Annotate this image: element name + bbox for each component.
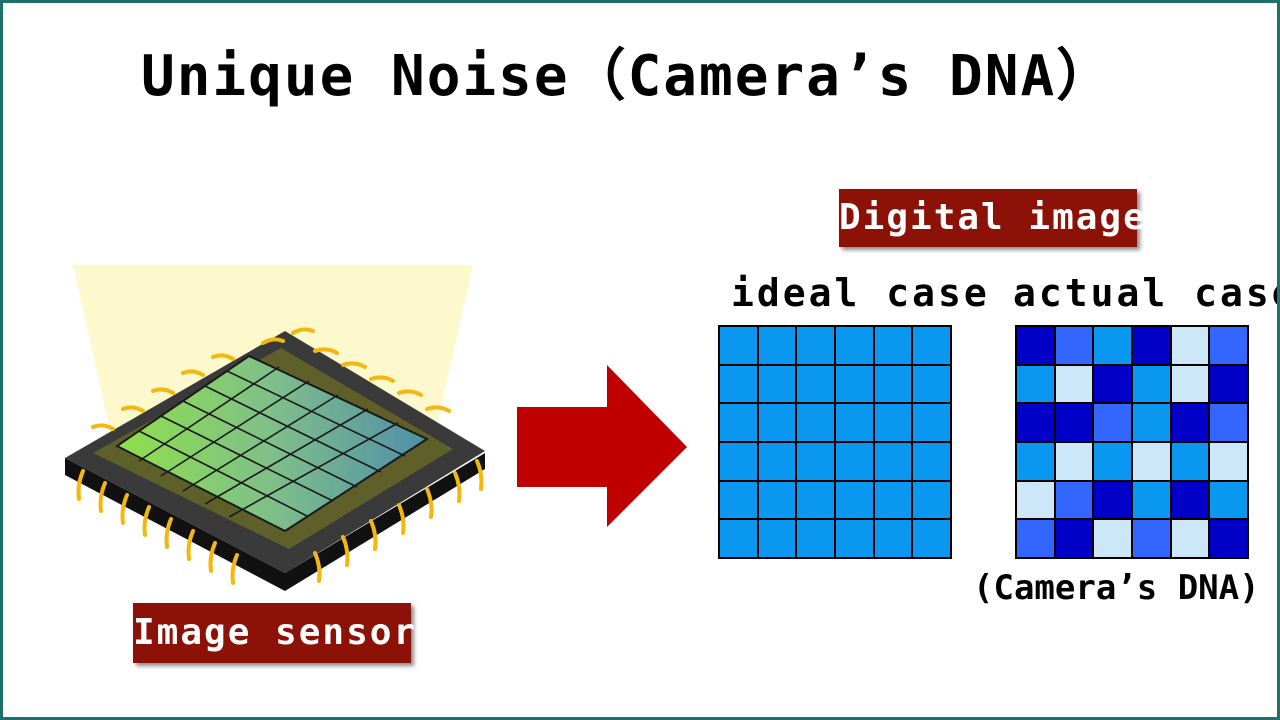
pixel-cell [1170, 442, 1210, 481]
pixel-cell [719, 480, 758, 520]
pixel-cell [1093, 519, 1132, 558]
pixel-cell [757, 480, 797, 520]
pixel-cell [1209, 519, 1248, 558]
chip-pins [76, 327, 484, 585]
pixel-cell [835, 480, 874, 520]
pixel-cell [796, 364, 835, 404]
pixel-cell [1209, 442, 1248, 481]
actual-case-grid [1015, 325, 1249, 559]
pixel-cell [1132, 480, 1171, 520]
pixel-cell [835, 364, 874, 404]
pixel-cell [1016, 326, 1055, 365]
pixel-cell [1054, 442, 1094, 481]
pixel-cell [1093, 326, 1132, 365]
pixel-cell [1209, 480, 1248, 520]
pixel-cell [1170, 364, 1210, 404]
pixel-cell [1170, 403, 1210, 442]
pixel-cell [796, 442, 835, 481]
pixel-cell [1093, 403, 1132, 442]
pixel-cell [1170, 326, 1210, 365]
pixel-cell [1132, 519, 1171, 558]
pixel-cell [1016, 403, 1055, 442]
pixel-cell [757, 364, 797, 404]
pixel-cell [1132, 364, 1171, 404]
pixel-cell [835, 519, 874, 558]
pixel-cell [912, 480, 951, 520]
sensor-grid-lines [138, 366, 406, 518]
pixel-cell [873, 480, 913, 520]
actual-case-heading: actual case [1013, 271, 1280, 315]
pixel-cell [1170, 519, 1210, 558]
pixel-cell [757, 519, 797, 558]
pixel-cell [1054, 364, 1094, 404]
pixel-cell [1093, 364, 1132, 404]
pixel-cell [796, 326, 835, 365]
ideal-case-heading: ideal case [731, 271, 990, 315]
pixel-cell [1132, 403, 1171, 442]
ideal-case-grid [718, 325, 952, 559]
pixel-cell [719, 326, 758, 365]
pixel-cell [796, 480, 835, 520]
pixel-cell [835, 326, 874, 365]
pixel-cell [1209, 364, 1248, 404]
pixel-cell [1016, 364, 1055, 404]
pixel-cell [719, 403, 758, 442]
pixel-cell [796, 403, 835, 442]
pixel-cell [873, 519, 913, 558]
pixel-cell [1016, 442, 1055, 481]
pixel-cell [1209, 403, 1248, 442]
pixel-cell [1132, 326, 1171, 365]
pixel-cell [1054, 326, 1094, 365]
pixel-cell [912, 326, 951, 365]
cameras-dna-caption: (Camera’s DNA) [973, 568, 1260, 608]
pixel-cell [873, 364, 913, 404]
pixel-cell [912, 403, 951, 442]
pixel-cell [1170, 480, 1210, 520]
pixel-cell [912, 442, 951, 481]
pixel-cell [873, 403, 913, 442]
pixel-cell [757, 326, 797, 365]
pixel-cell [757, 442, 797, 481]
pixel-cell [796, 519, 835, 558]
pixel-cell [1132, 442, 1171, 481]
pixel-cell [1054, 480, 1094, 520]
image-sensor-illustration [65, 265, 485, 591]
pixel-cell [873, 326, 913, 365]
pixel-cell [1093, 480, 1132, 520]
pixel-cell [835, 442, 874, 481]
pixel-cell [719, 364, 758, 404]
pixel-cell [912, 519, 951, 558]
pixel-cell [719, 519, 758, 558]
pixel-cell [1054, 403, 1094, 442]
pixel-cell [1054, 519, 1094, 558]
pixel-cell [873, 442, 913, 481]
image-sensor-label: Image sensor [133, 603, 415, 663]
pixel-cell [912, 364, 951, 404]
pixel-cell [1209, 326, 1248, 365]
slide-title: Unique Noise（Camera’s DNA） [141, 44, 1115, 109]
pixel-cell [757, 403, 797, 442]
arrow-icon [517, 365, 687, 527]
digital-image-label: Digital image [839, 189, 1145, 247]
pixel-cell [835, 403, 874, 442]
pixel-cell [719, 442, 758, 481]
pixel-cell [1016, 480, 1055, 520]
pixel-cell [1093, 442, 1132, 481]
pixel-cell [1016, 519, 1055, 558]
